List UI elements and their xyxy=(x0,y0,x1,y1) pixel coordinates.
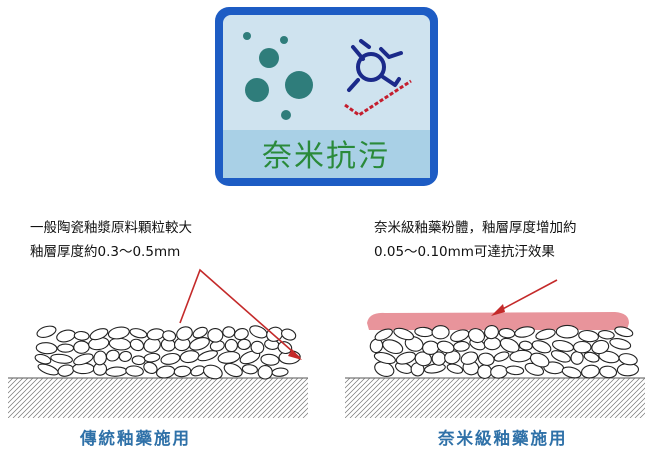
substrate-hatching xyxy=(8,377,308,418)
pointer-arrowhead xyxy=(491,304,505,316)
nano-glaze-caption: 奈米級釉藥施用 xyxy=(438,429,568,448)
pointer-arrowhead xyxy=(288,349,302,360)
logo-title: 奈米抗污 xyxy=(262,139,390,174)
dancing-figure-icon xyxy=(347,39,403,92)
traditional-glaze-description: 一般陶瓷釉漿原料顆粒較大 釉層厚度約0.3～0.5mm xyxy=(30,216,192,264)
bubble-cluster-icon xyxy=(243,32,313,120)
description-line: 0.05～0.10mm可達抗汙效果 xyxy=(374,244,555,260)
glaze-particles xyxy=(369,324,640,379)
glaze-particles xyxy=(34,325,301,380)
traditional-glaze-cross-section xyxy=(8,268,308,418)
logo-title-band xyxy=(223,130,430,178)
substrate-hatching xyxy=(345,377,645,418)
nano-glaze-layer xyxy=(367,312,629,330)
description-line: 釉層厚度約0.3～0.5mm xyxy=(30,244,181,260)
traditional-glaze-caption: 傳統釉藥施用 xyxy=(80,429,191,448)
pointer-arrow xyxy=(496,279,558,313)
nano-antifouling-logo: 奈米抗污 xyxy=(215,7,438,186)
description-line: 奈米級釉藥粉體，釉層厚度增加約 xyxy=(374,220,577,236)
nano-glaze-cross-section xyxy=(345,279,645,418)
description-line: 一般陶瓷釉漿原料顆粒較大 xyxy=(30,220,192,236)
nano-glaze-description: 奈米級釉藥粉體，釉層厚度增加約 0.05～0.10mm可達抗汙效果 xyxy=(374,216,577,264)
pointer-arrow xyxy=(179,268,301,359)
